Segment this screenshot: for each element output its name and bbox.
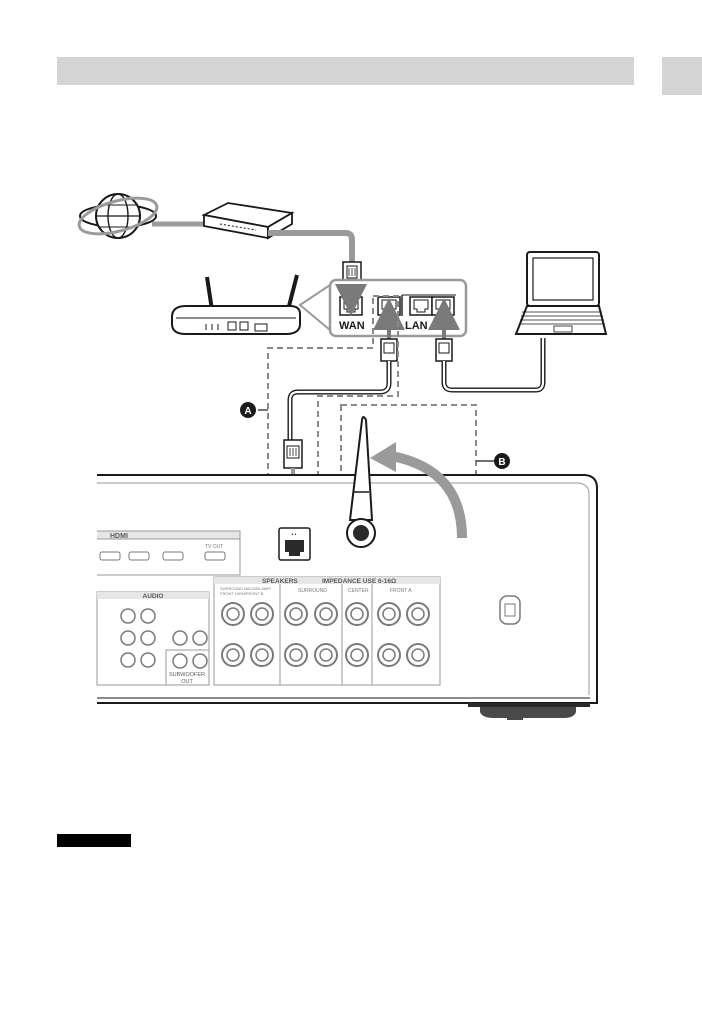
callout-a-label: A [244, 406, 251, 417]
curved-arrow-icon [370, 442, 467, 539]
router-port-panel: WAN LAN [298, 278, 468, 338]
receiver-plug-icon [283, 439, 303, 469]
antenna-icon [346, 416, 376, 548]
wireless-router-icon [171, 274, 301, 335]
center-label: CENTER [348, 588, 369, 594]
audio-label: AUDIO [143, 593, 164, 600]
callout-b-label: B [498, 457, 505, 468]
svg-text:• •: • • [292, 532, 297, 538]
hdmi-label: HDMI [110, 533, 128, 540]
audio-section: AUDIO SUBWOOFER OUT [96, 591, 210, 686]
speakers-section: SPEAKERS IMPEDANCE USE 6-16Ω SURROUND BA… [213, 576, 441, 686]
side-index-tab [662, 57, 702, 95]
front-a-label: FRONT A [390, 588, 412, 594]
surround-back-label: SURROUND BACK/BI-AMP/ [220, 586, 272, 591]
impedance-label: IMPEDANCE USE 6-16Ω [322, 578, 396, 585]
wan-label: WAN [339, 320, 365, 332]
lan-label: LAN [405, 320, 428, 332]
receiver-lan-cable [288, 361, 391, 440]
note-heading-tag [57, 834, 131, 847]
wan-cable [268, 230, 355, 262]
out-label: OUT [181, 679, 193, 685]
callout-region-a [267, 295, 399, 561]
laptop-icon [514, 251, 608, 335]
power-inlet-icon [499, 595, 521, 625]
subwoofer-label: SUBWOOFER [169, 672, 205, 678]
globe-icon [77, 193, 159, 239]
lan-plug-icon [380, 338, 453, 362]
laptop-cable [442, 338, 545, 392]
receiver-lan-port-icon: • • [278, 527, 311, 561]
callout-b-badge [494, 453, 510, 469]
surround-label: SURROUND [298, 588, 327, 594]
callout-a-badge [240, 402, 256, 418]
tv-out-label: TV OUT [205, 544, 223, 550]
front-high-label: FRONT HIGH/FRONT B [220, 591, 264, 596]
hdmi-section: HDMI TV OUT [97, 530, 241, 576]
wan-plug-icon [342, 261, 362, 285]
speakers-label: SPEAKERS [262, 578, 298, 585]
section-header-bar [57, 57, 634, 85]
